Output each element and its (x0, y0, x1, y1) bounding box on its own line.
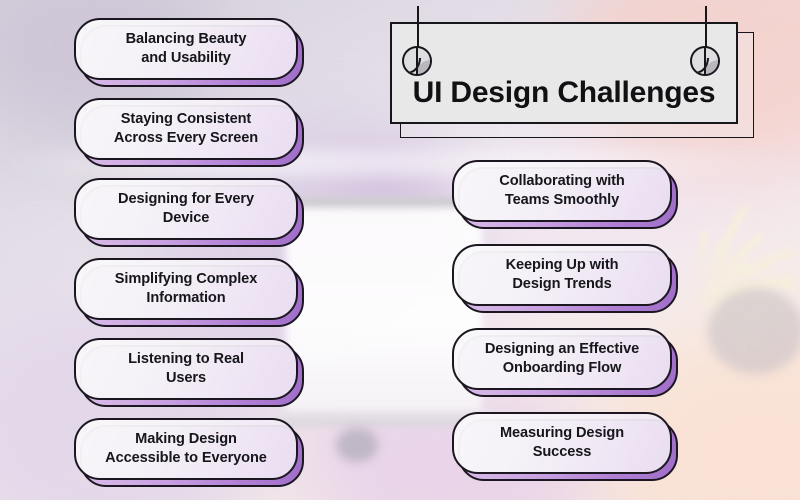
title-panel-group: UI Design Challenges (390, 6, 754, 138)
page-title: UI Design Challenges (412, 76, 716, 109)
pin-string-right (705, 6, 707, 54)
hanging-pin-left-icon (402, 6, 434, 94)
pin-circle-left (402, 46, 432, 76)
pin-arc-left (407, 58, 421, 74)
title-panel: UI Design Challenges (390, 22, 738, 124)
pin-arc-right (695, 58, 709, 74)
pin-circle-right (690, 46, 720, 76)
background-desk-object (336, 428, 378, 462)
background-plant (660, 150, 800, 360)
pin-string-left (417, 6, 419, 54)
background-monitor-screen (286, 208, 482, 414)
hanging-pin-right-icon (690, 6, 722, 94)
background-monitor-base (276, 410, 492, 426)
plant-frond (700, 282, 794, 289)
background-plant-pot (708, 288, 800, 374)
